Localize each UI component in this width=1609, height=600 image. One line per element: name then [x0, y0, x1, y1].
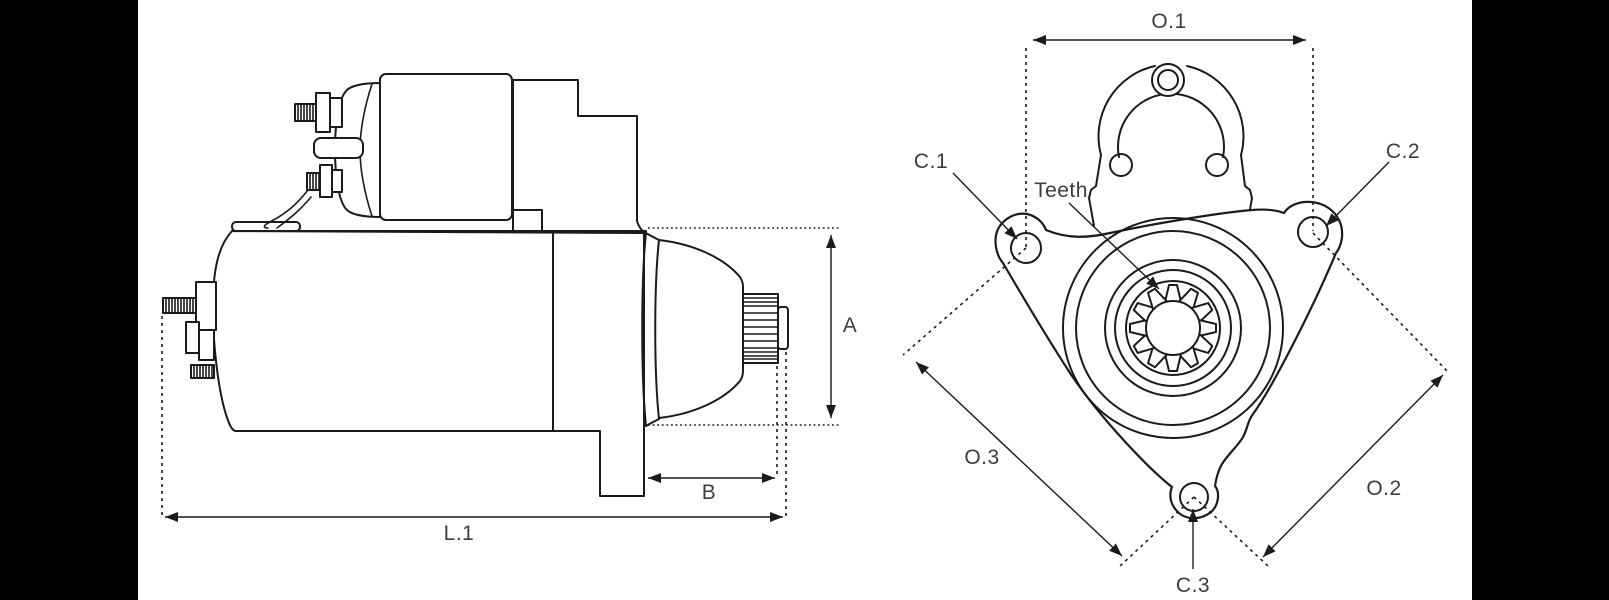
terminal-stud-lower: [306, 164, 343, 198]
rear-stud: [162, 297, 197, 314]
body-ledge: [231, 221, 301, 232]
motor-body: [211, 230, 645, 497]
dimension-label-o3: O.3: [964, 446, 999, 469]
dimension-label-a: A: [843, 314, 858, 337]
front-view-dimensions: O.1 C.1 C.2 Teeth O.3 O.2 C.3: [902, 10, 1450, 597]
dimension-label-c1: C.1: [914, 150, 948, 173]
side-view-drawing: A B L.1: [161, 73, 858, 545]
side-view-dimensions: A B L.1: [161, 227, 858, 545]
dimension-label-o1: O.1: [1151, 10, 1186, 33]
leader-line-teeth: [1068, 202, 1160, 290]
pinion-gear: [742, 293, 789, 364]
center-bosses: [1062, 217, 1284, 439]
drive-end-bell: [658, 239, 744, 419]
gear-teeth: [1129, 284, 1217, 372]
arch-top-hole: [1157, 69, 1179, 91]
solenoid-cylinder: [379, 73, 513, 221]
solenoid-cable: [263, 189, 312, 229]
callout-label-teeth: Teeth: [1034, 179, 1088, 202]
dimension-label-l1: L.1: [444, 522, 475, 545]
shaft-end-cap: [777, 306, 789, 350]
arch-top-boss: [1151, 63, 1185, 97]
gear-hub: [1145, 300, 1201, 356]
top-arch: [1088, 63, 1253, 227]
arch-left-hole: [1109, 153, 1133, 177]
dimension-label-c3: C.3: [1176, 574, 1210, 597]
dimension-label-b: B: [702, 481, 717, 504]
front-view-drawing: O.1 C.1 C.2 Teeth O.3 O.2 C.3: [902, 10, 1450, 597]
mounting-flange-ring: [641, 232, 660, 427]
solenoid: [334, 73, 513, 221]
drive-housing: [511, 79, 647, 234]
leader-line-c1: [952, 172, 1018, 240]
leader-line-c2: [1325, 161, 1390, 227]
dimension-label-c2: C.2: [1386, 140, 1420, 163]
dimension-line-o2: [1262, 374, 1444, 558]
arch-right-hole: [1205, 153, 1229, 177]
terminal-stud-upper: [294, 92, 343, 133]
dimension-line-o3: [915, 361, 1123, 557]
rear-bracket: [162, 281, 217, 379]
terminal-bar: [313, 137, 364, 159]
dimension-label-o2: O.2: [1366, 477, 1401, 500]
